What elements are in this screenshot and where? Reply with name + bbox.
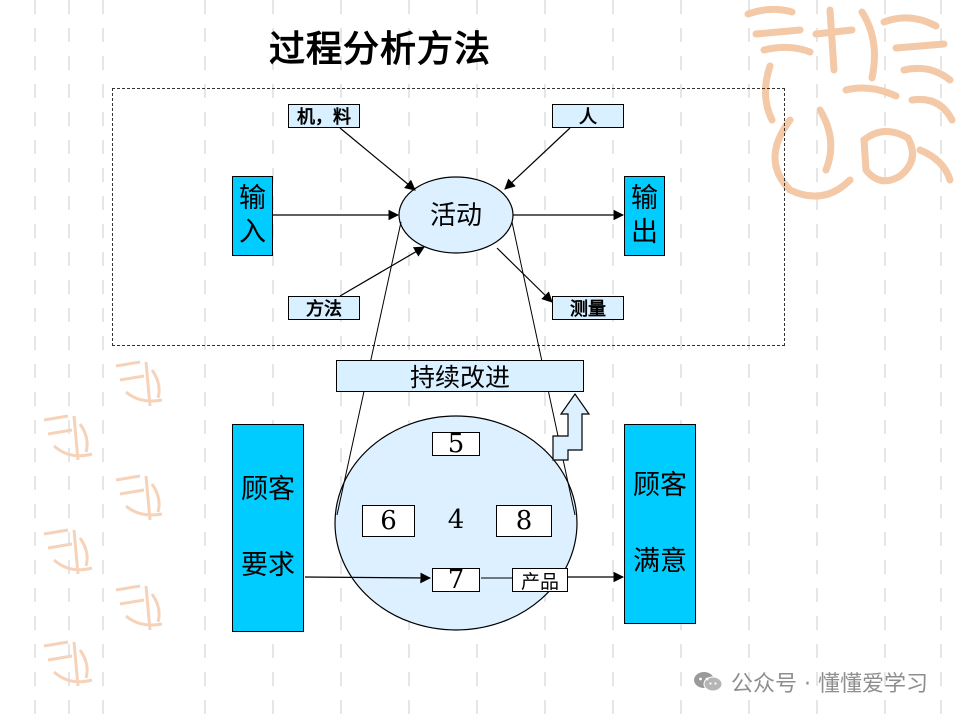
seal-small-1 [115, 360, 163, 407]
output-box: 输 出 [624, 176, 665, 256]
step-7-box: 7 [432, 565, 480, 595]
watermark-text: 公众号 · 懂懂爱学习 [731, 672, 928, 697]
customer-satisfaction-label: 顾客 满意 [633, 470, 687, 577]
activity-label: 活动 [429, 201, 482, 231]
step-6-box: 6 [362, 505, 415, 537]
arrow-method-to-activity [339, 246, 425, 297]
page-title: 过程分析方法 [268, 28, 491, 70]
method-box: 方法 [288, 296, 360, 320]
product-box: 产品 [512, 568, 568, 593]
step-8-box: 8 [496, 505, 552, 537]
customer-requirements-label: 顾客 要求 [241, 474, 295, 581]
arrow-requirements-to-7 [304, 572, 432, 584]
process-frame [112, 88, 785, 346]
arrow-people-to-activity [504, 127, 571, 190]
seal-small-2 [43, 414, 93, 461]
seal-small-4 [43, 528, 93, 575]
seal-small-5 [115, 584, 163, 631]
people-box: 人 [552, 104, 624, 128]
seal-large [744, 5, 956, 200]
watermark: 公众号 · 懂懂爱学习 [693, 666, 928, 698]
step-5-box: 5 [432, 429, 480, 459]
output-label: 输 出 [631, 183, 658, 248]
seal-small-3 [115, 474, 163, 521]
improvement-arrow [552, 392, 591, 461]
continuous-improvement-box: 持续改进 [336, 360, 584, 392]
arrow-activity-to-measure [496, 247, 553, 303]
input-label: 输 入 [239, 183, 266, 248]
seal-small-6 [43, 640, 93, 687]
customer-requirements-box: 顾客 要求 [232, 424, 304, 632]
arrow-machine-to-activity [339, 127, 416, 191]
machine-material-box: 机，料 [288, 104, 360, 128]
wechat-icon [693, 671, 723, 693]
customer-satisfaction-box: 顾客 满意 [624, 424, 696, 624]
step-4-label: 4 [447, 505, 465, 535]
input-box: 输 入 [232, 176, 273, 256]
measurement-box: 测量 [552, 296, 624, 320]
